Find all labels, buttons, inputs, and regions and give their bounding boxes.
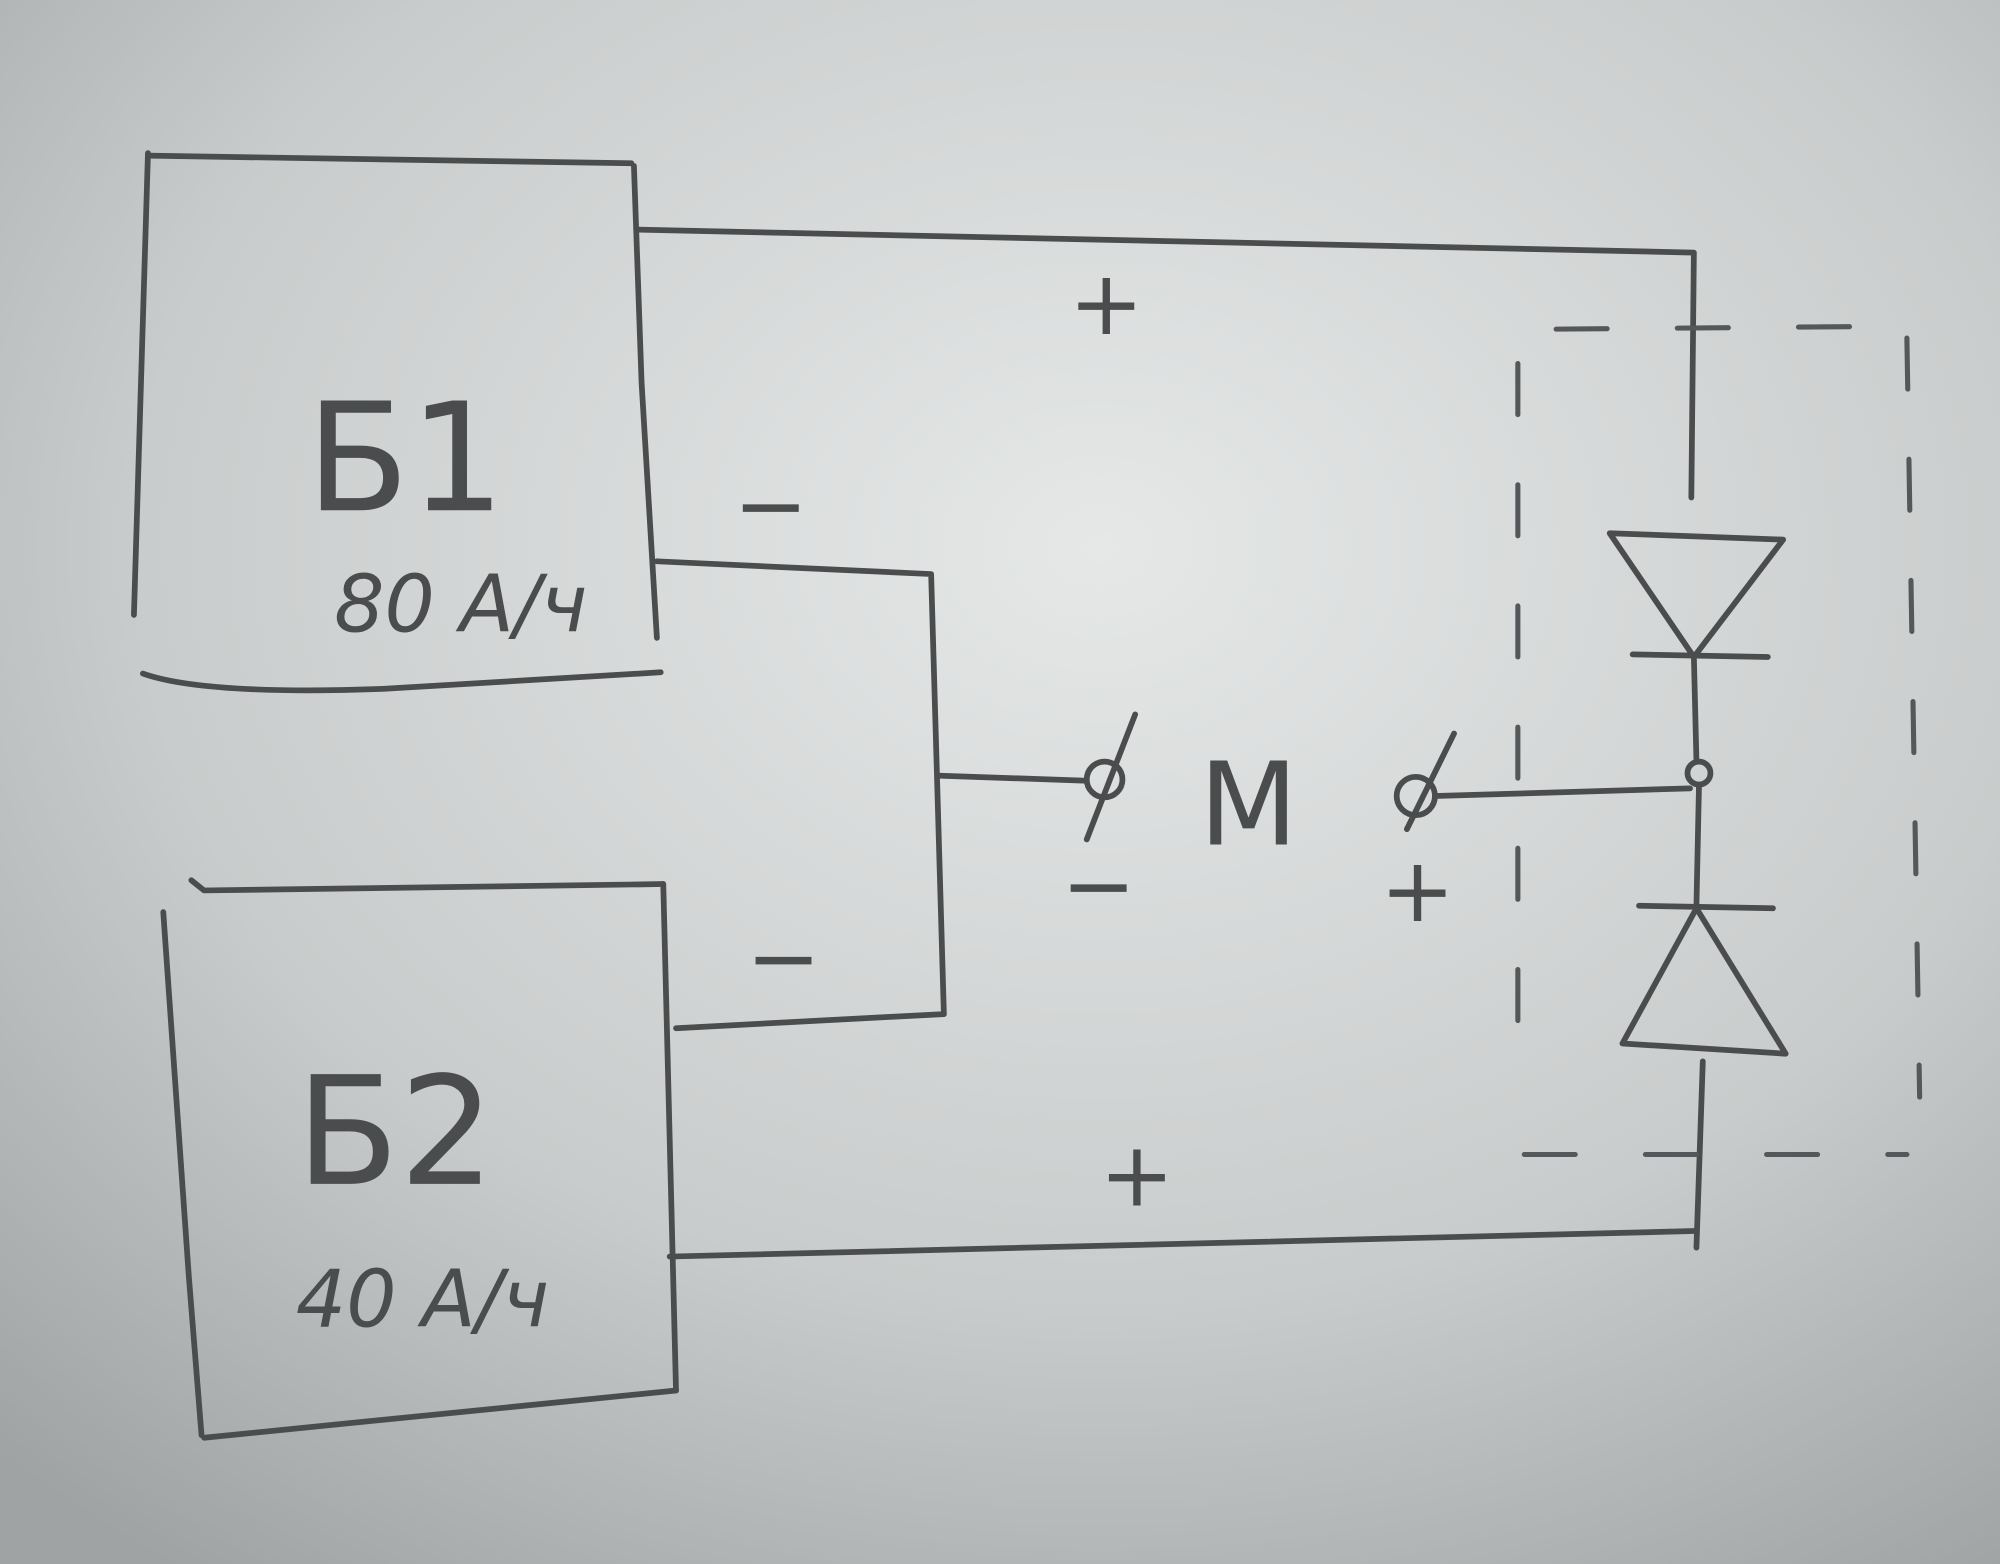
motor-negative-sign: − [1061,834,1136,938]
upper-diode-icon [1606,530,1787,764]
motor-positive-wire [1432,785,1693,799]
lower-diode-icon [1619,782,1789,1251]
minus-wire [654,558,947,1032]
top-plus-wire [634,226,1697,501]
battery-2-box [160,877,679,1441]
b2-minus-sign: − [746,907,821,1011]
b1-minus-sign: − [733,454,808,558]
motor-negative-wire [934,772,1090,784]
top-plus-sign: + [1069,252,1144,356]
diode-module-dashed-outline [1515,324,1923,1158]
motor-negative-terminal-icon [1083,711,1139,843]
bottom-plus-sign: + [1099,1124,1174,1228]
battery-1-capacity: 80 A/ч [334,558,587,650]
bottom-plus-wire [666,1228,1697,1260]
battery-2-name: Б2 [296,1045,495,1220]
battery-1-box [131,150,664,694]
motor-label: M [1199,739,1298,873]
motor-positive-sign: + [1380,839,1455,943]
battery-1-name: Б1 [306,371,505,546]
battery-2-capacity: 40 A/ч [296,1254,549,1346]
